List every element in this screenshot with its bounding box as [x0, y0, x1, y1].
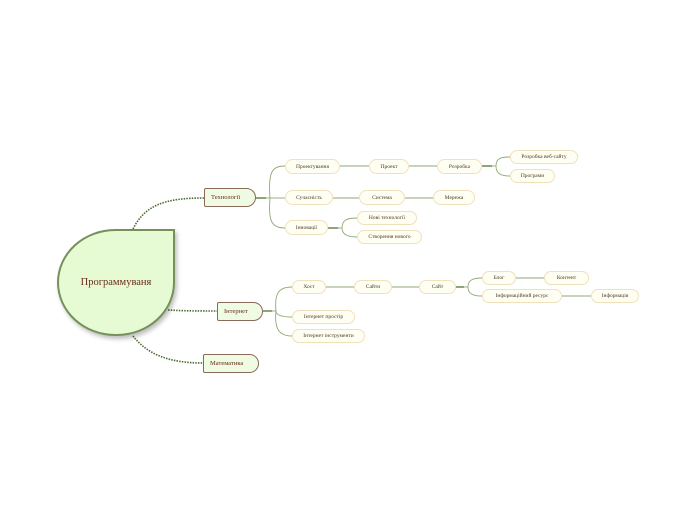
subtopic-label: Контент — [556, 275, 577, 281]
topic-label: Інтернет — [224, 308, 248, 315]
subtopic-label: Проект — [380, 163, 398, 170]
subtopic-label: Інтернет простір — [303, 314, 344, 320]
subtopic-label: Хост — [303, 284, 315, 290]
subtopic-website-development[interactable]: Розробка веб-сайту — [510, 150, 578, 164]
subtopic-internet-tools[interactable]: Інтернет інструменти — [292, 329, 365, 343]
subtopic-label: Проектування — [295, 163, 330, 170]
subtopic-label: Нові технології — [368, 215, 406, 221]
subtopic-label: Розробка веб-сайту — [521, 154, 567, 160]
subtopic-network[interactable]: Мережа — [433, 190, 475, 205]
subtopic-label: Блог — [493, 275, 505, 281]
subtopic-label: Інформаційний ресурс — [495, 293, 549, 299]
subtopic-project[interactable]: Проект — [369, 159, 409, 174]
subtopic-label: Розробка — [448, 163, 471, 170]
topic-mathematics[interactable]: Математика — [203, 354, 259, 373]
topic-internet[interactable]: Інтернет — [217, 302, 263, 321]
topic-label: Математика — [210, 360, 244, 367]
subtopic-internet-space[interactable]: Інтернет простір — [292, 310, 355, 324]
subtopic-information[interactable]: Інформація — [591, 289, 639, 303]
subtopic-new-technologies[interactable]: Нові технології — [357, 211, 417, 225]
subtopic-label: Створення нового — [368, 234, 411, 240]
central-topic-label: Программуваня — [80, 277, 152, 288]
subtopic-label: Інформація — [601, 293, 629, 299]
subtopic-information-resource[interactable]: Інформаційний ресурс — [482, 289, 562, 303]
subtopic-label: Мережа — [444, 194, 464, 201]
subtopic-label: Сучасність — [296, 194, 322, 201]
subtopic-label: Інновації — [295, 224, 318, 231]
subtopic-label: Інтернет інструменти — [303, 333, 354, 339]
subtopic-content[interactable]: Контент — [544, 271, 589, 285]
subtopic-site[interactable]: Сайт — [419, 280, 456, 294]
subtopic-host[interactable]: Хост — [292, 280, 326, 294]
subtopic-creating-new[interactable]: Створення нового — [357, 230, 422, 244]
subtopic-label: Програми — [520, 173, 545, 179]
subtopic-label: Сайт — [431, 284, 444, 290]
subtopic-blog[interactable]: Блог — [482, 271, 516, 285]
subtopic-programs[interactable]: Програми — [510, 169, 555, 183]
subtopic-designing[interactable]: Проектування — [285, 159, 340, 174]
subtopic-system[interactable]: Система — [359, 190, 405, 205]
central-topic[interactable]: Программуваня — [57, 229, 175, 336]
subtopic-label: Система — [372, 194, 392, 201]
topic-technologies[interactable]: Технології — [204, 188, 256, 207]
subtopic-label: Сайти — [365, 284, 381, 290]
topic-label: Технології — [211, 194, 241, 201]
subtopic-development[interactable]: Розробка — [437, 159, 482, 174]
subtopic-sites[interactable]: Сайти — [354, 280, 392, 294]
subtopic-innovations[interactable]: Інновації — [285, 220, 328, 235]
subtopic-modernity[interactable]: Сучасність — [285, 190, 333, 205]
